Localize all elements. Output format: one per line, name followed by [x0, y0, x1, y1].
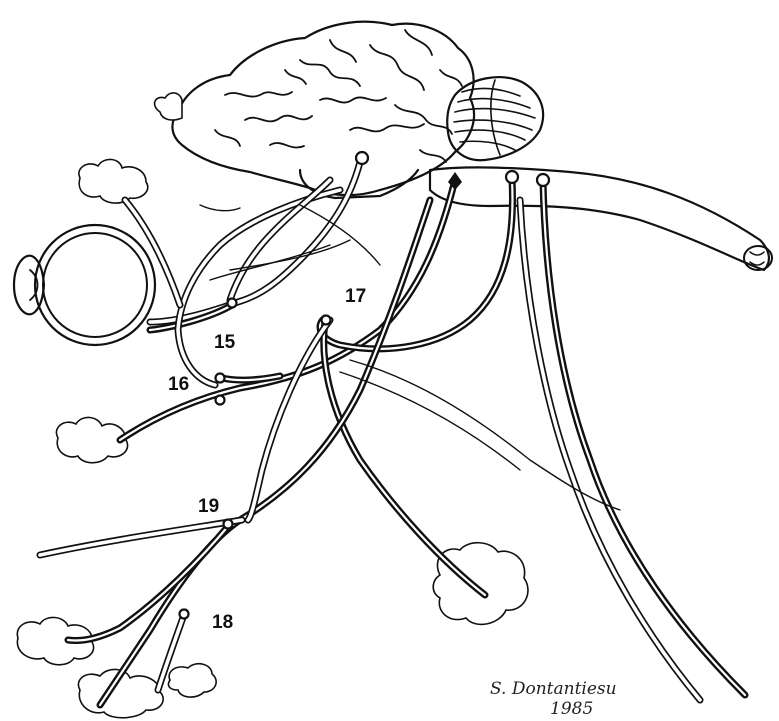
label-18: 18 [212, 612, 233, 633]
brain [172, 22, 474, 198]
upper-lower-gland-right [168, 664, 216, 697]
neuron-midbrain [356, 152, 368, 164]
facial-nerve-lacrimal [178, 190, 340, 385]
neuron-medulla [537, 174, 549, 186]
neuron-ganglion-16b [216, 396, 225, 405]
neuron-ganglion-18 [180, 610, 189, 619]
signature-name: S. Dontantiesu [490, 679, 617, 699]
neuron-ganglion-16a [216, 374, 225, 383]
neuron-ganglion-17 [322, 316, 331, 325]
eye [14, 225, 155, 345]
label-19: 19 [198, 496, 219, 517]
neuron-pons [506, 171, 518, 183]
greater-petrosal-nerve [248, 320, 330, 520]
cerebellum [447, 77, 543, 160]
spinal-cord [430, 167, 772, 270]
heart-cloud [433, 543, 528, 625]
ganglion-16-branch [222, 376, 280, 380]
lacrimal-branch [125, 200, 180, 305]
neuron-ganglion-19 [224, 520, 233, 529]
neuron-ganglion-15 [228, 299, 237, 308]
label-17: 17 [345, 286, 366, 307]
artist-signature: S. Dontantiesu 1985 [490, 679, 617, 719]
signature-year: 1985 [550, 699, 593, 719]
label-16: 16 [168, 374, 189, 395]
lacrimal-gland [79, 159, 148, 203]
label-15: 15 [214, 332, 236, 353]
olfactory-region [155, 93, 182, 120]
